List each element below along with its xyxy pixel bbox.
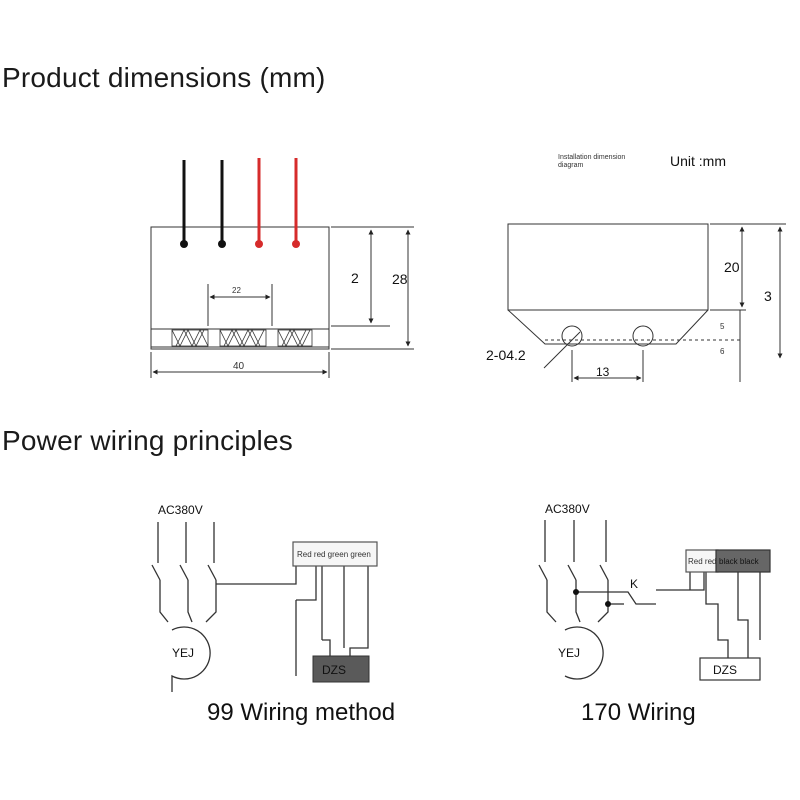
wiring-diagram-170 — [538, 520, 761, 680]
dim-inner-height-label: 2 — [351, 270, 359, 286]
motor-label-170: YEJ — [558, 646, 580, 660]
brake-label-170: DZS — [713, 663, 737, 677]
dim-spacing-label: 22 — [232, 286, 241, 295]
supply-label-170: AC380V — [545, 502, 590, 516]
hole-spec-label: 2-04.2 — [486, 347, 526, 363]
caption-99-wiring: 99 Wiring method — [207, 699, 395, 726]
install-drawing-right — [507, 223, 786, 382]
mounting-hole-2 — [632, 325, 654, 347]
wiring-diagram-99 — [151, 522, 369, 692]
motor-yej-170 — [564, 626, 604, 680]
brake-label-99: DZS — [322, 663, 346, 677]
terminal-block-170-black — [715, 549, 771, 573]
install-caption-line1: Installation dimension — [558, 154, 625, 161]
motor-label-99: YEJ — [172, 646, 194, 660]
brake-dzs-170 — [699, 657, 761, 681]
heading-product-dimensions: Product dimensions (mm) — [2, 62, 326, 93]
brake-dzs-99 — [312, 655, 370, 683]
dim-width-label: 40 — [233, 361, 245, 372]
install-height-3-label: 3 — [764, 288, 772, 304]
supply-label-99: AC380V — [158, 503, 203, 517]
heading-power-wiring: Power wiring principles — [2, 425, 293, 456]
motor-yej-99 — [171, 626, 211, 692]
coil-band — [150, 328, 330, 348]
terminal-label-170-black: black black — [719, 557, 760, 566]
terminal-label-170-red: Red red — [688, 557, 716, 566]
install-body — [507, 223, 709, 311]
install-caption-line2: diagram — [558, 162, 583, 169]
caption-170-wiring: 170 Wiring — [581, 699, 696, 726]
mounting-flange — [507, 309, 709, 345]
terminal-labels-99: Red red green green — [297, 550, 371, 559]
install-height-20-label: 20 — [724, 259, 740, 275]
dim-total-height-label: 28 — [392, 271, 408, 287]
unit-label: Unit :mm — [670, 153, 726, 169]
terminal-block-99 — [292, 541, 378, 567]
install-offset-5-label: 5 — [720, 322, 725, 331]
relay-body — [150, 226, 330, 350]
install-offset-6-label: 6 — [720, 347, 725, 356]
dimension-drawing-left — [150, 158, 414, 378]
mounting-hole-1 — [561, 325, 583, 347]
hole-spacing-label: 13 — [596, 365, 610, 379]
switch-label-170: K — [630, 577, 638, 591]
